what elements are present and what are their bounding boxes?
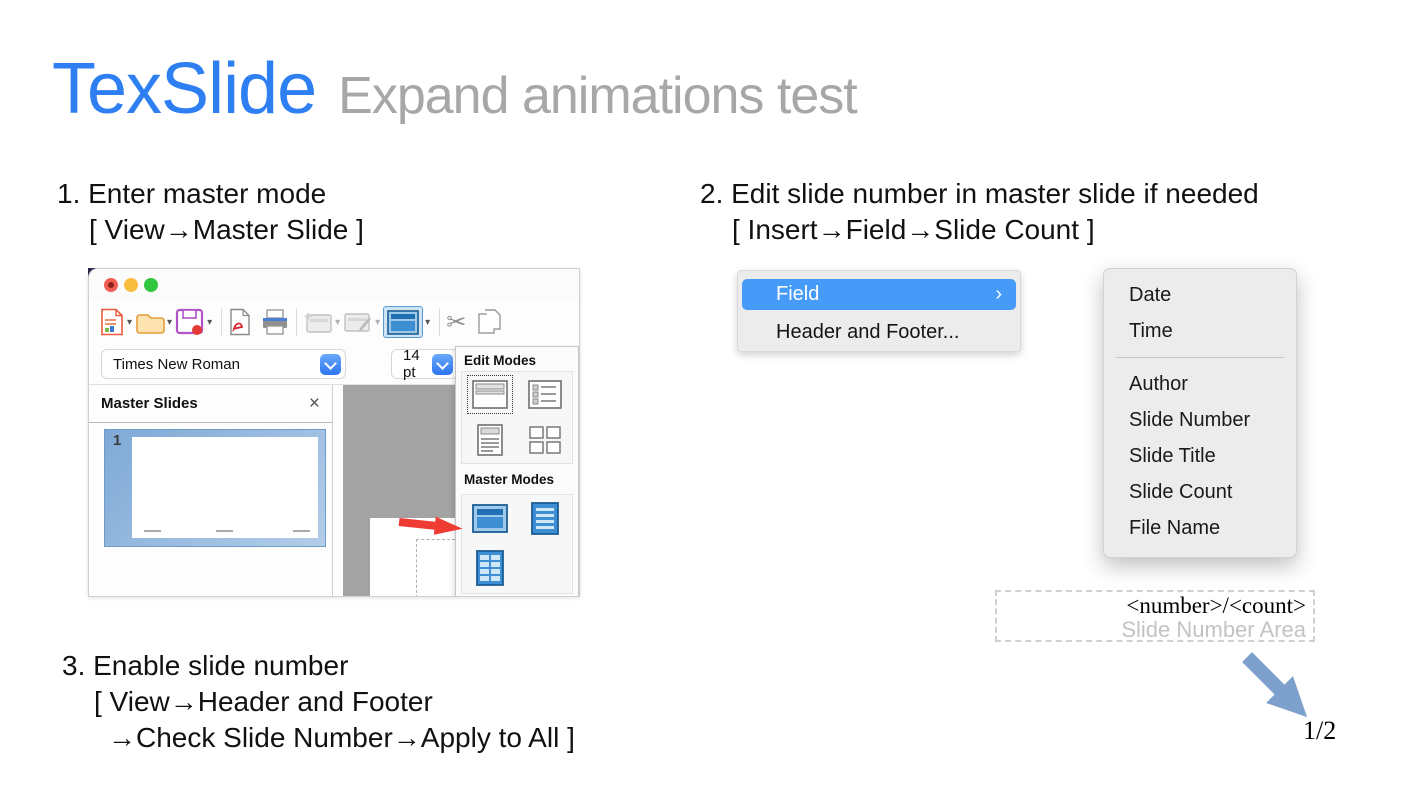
open-folder-icon[interactable] (135, 310, 165, 334)
submenu-item-slide-number[interactable]: Slide Number (1129, 409, 1251, 431)
master-slide-thumbnail[interactable]: 1 (104, 429, 326, 547)
blue-pointer-arrow-icon (1231, 641, 1329, 739)
step-3-line-1: 3. Enable slide number (62, 650, 349, 681)
submenu-arrow-icon: › (995, 283, 1002, 305)
thumbnail-number: 1 (113, 432, 122, 449)
font-name-value: Times New Roman (113, 355, 240, 373)
export-pdf-icon[interactable] (228, 308, 252, 336)
submenu-item-date[interactable]: Date (1129, 284, 1172, 306)
master-slide-icon[interactable] (383, 306, 424, 338)
page-subtitle: Expand animations test (338, 67, 858, 125)
font-size-select[interactable]: 14 pt (391, 347, 458, 381)
toolbar-divider (221, 308, 223, 336)
submenu-separator (1116, 357, 1284, 358)
edit-modes-group (461, 371, 573, 464)
master-slides-header: Master Slides × (89, 385, 332, 423)
save-icon[interactable] (175, 308, 205, 336)
step-2-text: 2. Edit slide number in master slide if … (700, 176, 1259, 248)
footer-placeholder-mark (144, 530, 161, 532)
step-2-line-2: [ Insert→Field→Slide Count ] (732, 214, 1095, 245)
font-name-select[interactable]: Times New Roman (101, 349, 346, 379)
new-slide-icon (303, 311, 333, 334)
step-2-line-1: 2. Edit slide number in master slide if … (700, 178, 1259, 209)
canvas-background (343, 385, 476, 596)
slide-layout-icon (343, 311, 373, 334)
master-slide-mode-icon[interactable] (471, 504, 508, 534)
copy-icon[interactable] (478, 308, 504, 336)
master-handout-icon[interactable] (475, 549, 504, 586)
new-document-icon[interactable] (99, 308, 125, 336)
master-notes-icon[interactable] (530, 502, 559, 536)
normal-view-icon[interactable] (466, 374, 513, 414)
footer-placeholder-mark (293, 530, 310, 532)
menu-item-header-and-footer[interactable]: Header and Footer... (776, 317, 959, 347)
submenu-item-slide-title[interactable]: Slide Title (1129, 445, 1216, 467)
close-icon[interactable]: × (308, 393, 320, 414)
slide-number-area-label: Slide Number Area (1121, 617, 1306, 642)
notes-view-icon[interactable] (476, 423, 503, 456)
insert-menu-screenshot: Field › Header and Footer... (737, 270, 1021, 352)
master-slides-title: Master Slides (101, 395, 198, 412)
master-modes-label: Master Modes (464, 472, 555, 487)
slide-layout-dropdown-icon: ▾ (375, 316, 381, 328)
step-1-line-1: 1. Enter master mode (57, 178, 327, 209)
submenu-item-time[interactable]: Time (1129, 320, 1173, 342)
field-label: Field (776, 283, 820, 305)
traffic-light-zoom-icon[interactable] (144, 278, 158, 292)
view-modes-dropdown: Edit Modes (455, 346, 579, 596)
thumbnail-slide (132, 437, 318, 538)
font-size-value: 14 pt (403, 347, 420, 381)
print-icon[interactable] (260, 308, 290, 336)
traffic-light-minimize-icon[interactable] (124, 278, 138, 292)
toolbar-divider (439, 308, 441, 336)
slide-number-area: <number>/<count> Slide Number Area (995, 590, 1315, 642)
outline-view-icon[interactable] (527, 379, 562, 409)
cut-icon[interactable]: ✂ (446, 308, 467, 336)
edit-modes-label: Edit Modes (464, 353, 537, 368)
step-1-line-2: [ View→Master Slide ] (89, 214, 364, 245)
submenu-item-slide-count[interactable]: Slide Count (1129, 481, 1233, 503)
chevron-down-icon[interactable] (432, 353, 453, 375)
slide-sorter-icon[interactable] (528, 425, 561, 454)
master-modes-group (461, 494, 573, 594)
impress-window-screenshot: ▾ ▾ ▾ (88, 268, 580, 597)
page-number: 1/2 (1303, 716, 1337, 745)
step-3-line-2: [ View→Header and Footer (94, 686, 433, 717)
footer-placeholder-mark (216, 530, 233, 532)
window-titlebar (89, 269, 579, 299)
menu-item-field[interactable]: Field › (742, 279, 1016, 310)
step-3-line-3: →Check Slide Number→Apply to All ] (108, 722, 575, 753)
submenu-item-author[interactable]: Author (1129, 373, 1188, 395)
traffic-light-close-icon[interactable] (104, 278, 118, 292)
standard-toolbar: ▾ ▾ ▾ (89, 299, 579, 345)
field-submenu: Date Time Author Slide Number Slide Titl… (1103, 268, 1297, 558)
slide-number-field-value: <number>/<count> (1126, 593, 1306, 618)
chevron-down-icon[interactable] (320, 353, 341, 375)
brand-title: TexSlide (52, 49, 317, 129)
step-1-text: 1. Enter master mode [ View→Master Slide… (57, 176, 364, 248)
master-slide-dropdown-icon[interactable]: ▾ (425, 316, 431, 328)
master-slides-panel: Master Slides × 1 (89, 385, 333, 596)
header-footer-label: Header and Footer... (776, 321, 960, 343)
toolbar-divider (296, 308, 298, 336)
submenu-item-file-name[interactable]: File Name (1129, 517, 1221, 539)
page-title: TexSlide Expand animations test (52, 48, 858, 130)
new-slide-dropdown-icon: ▾ (335, 316, 341, 328)
save-dropdown-icon[interactable]: ▾ (207, 316, 213, 328)
new-dropdown-icon[interactable]: ▾ (127, 316, 133, 328)
open-dropdown-icon[interactable]: ▾ (167, 316, 173, 328)
step-3-text: 3. Enable slide number [ View→Header and… (62, 648, 575, 756)
red-pointer-arrow-icon (398, 510, 470, 541)
